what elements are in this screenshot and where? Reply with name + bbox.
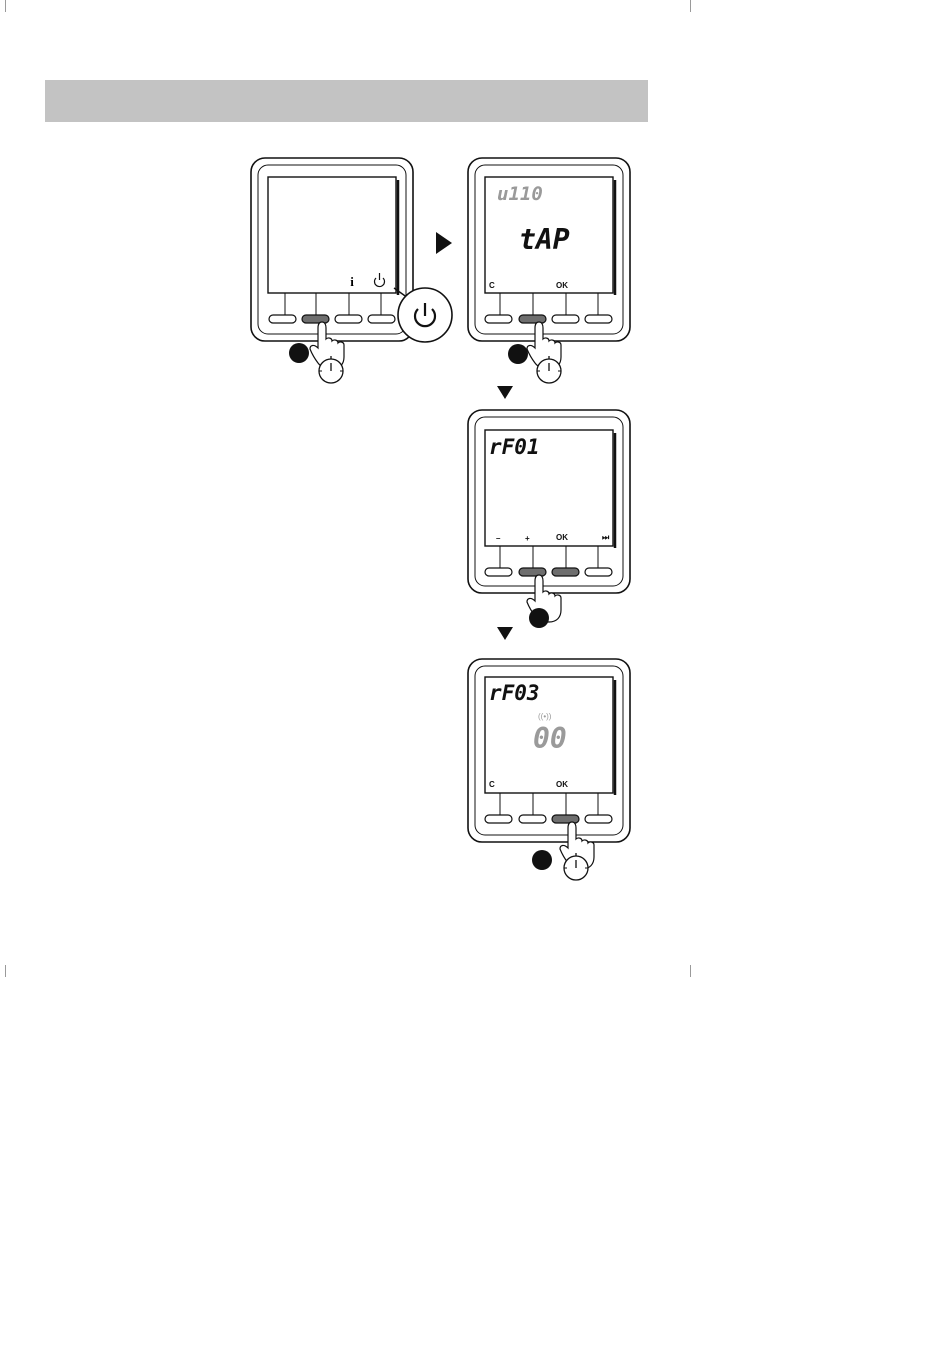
- lcd-label-c: C: [489, 281, 495, 290]
- lcd-main-readout: tAP: [519, 223, 570, 256]
- step-dot-icon: [508, 344, 528, 364]
- thermostat-device-1: [251, 158, 413, 341]
- lcd-main-readout: 00: [533, 722, 567, 755]
- lcd-label-c: C: [489, 780, 495, 789]
- lcd-top-readout: rF01: [489, 435, 540, 459]
- radio-signal-icon: ((•)): [538, 712, 552, 721]
- lcd-top-readout: rF03: [489, 681, 540, 705]
- arrow-down-icon: [497, 386, 513, 399]
- lcd-label-ok: OK: [556, 533, 568, 542]
- lcd-top-readout: u110: [497, 183, 543, 205]
- arrow-right-icon: [436, 232, 452, 254]
- lcd-label-minus: –: [496, 534, 501, 543]
- info-icon: i: [350, 274, 354, 289]
- step-dot-icon: [529, 608, 549, 628]
- lcd-label-plus: +: [525, 534, 530, 543]
- power-button-zoom: [398, 288, 452, 342]
- step-dot-icon: [289, 343, 309, 363]
- step-dot-icon: [532, 850, 552, 870]
- arrow-down-icon: [497, 627, 513, 640]
- fast-forward-icon: ⏭: [602, 533, 610, 542]
- lcd-label-ok: OK: [556, 780, 568, 789]
- lcd-label-ok: OK: [556, 281, 568, 290]
